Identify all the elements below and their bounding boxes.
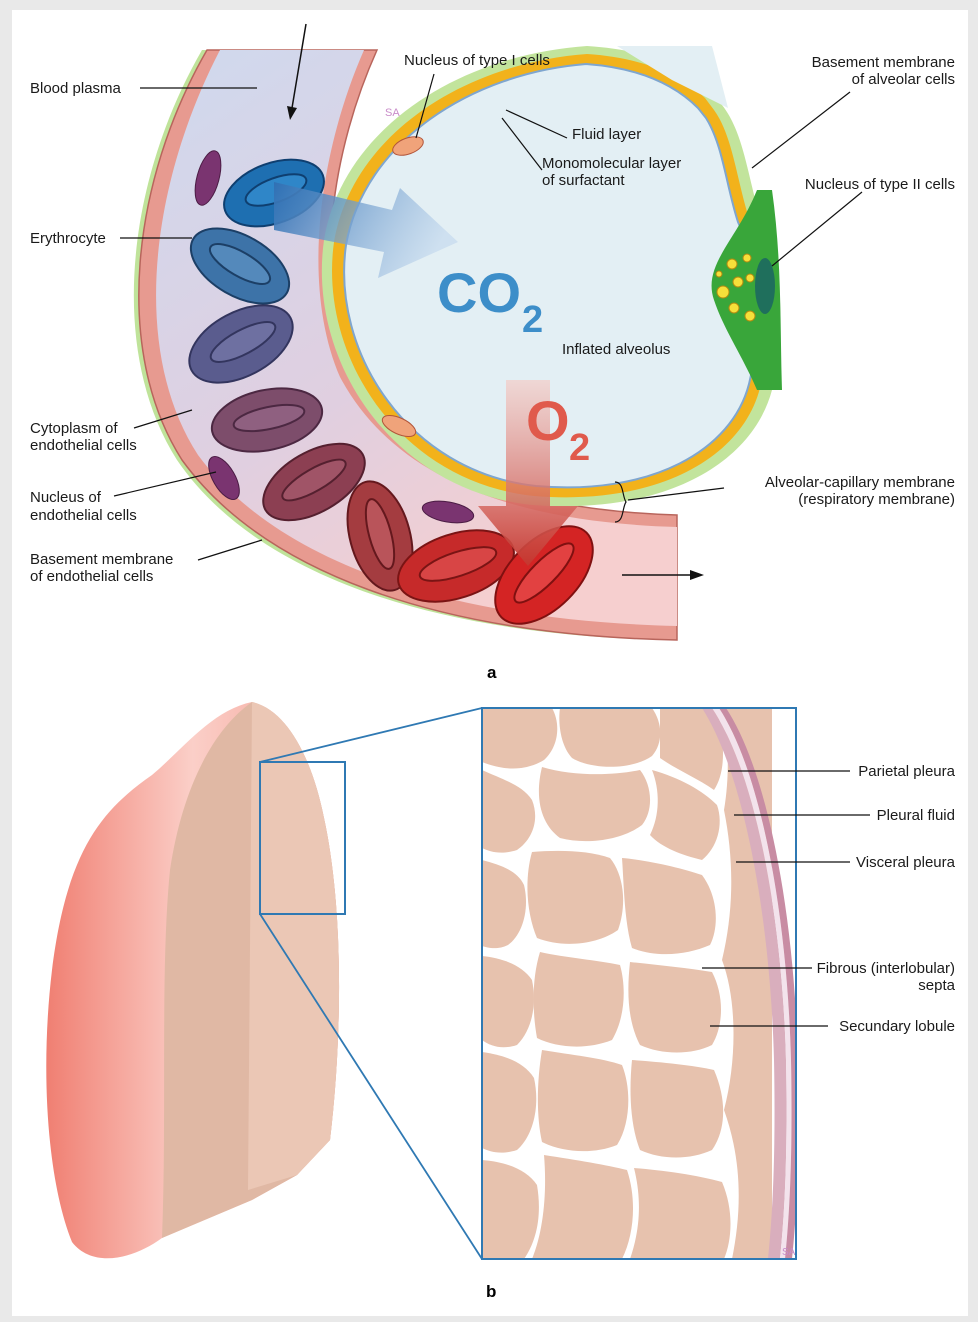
o2-subscript: 2 (569, 427, 590, 469)
label-nucleus-type-ii: Nucleus of type II cells (805, 176, 955, 193)
o2-main-text: O (526, 389, 570, 452)
magnified-view: SA (482, 708, 799, 1259)
label-erythrocyte: Erythrocyte (30, 230, 106, 247)
label-nucleus-endothelial-line1: Nucleus of (30, 489, 102, 506)
figure-panel: SA (12, 10, 968, 1316)
artist-mark: SA (385, 107, 400, 119)
label-visceral-pleura: Visceral pleura (856, 854, 956, 871)
label-respiratory-membrane-line1: Alveolar-capillary membrane (765, 474, 955, 491)
panel-a-diagram: SA (30, 24, 955, 682)
label-inflated-alveolus: Inflated alveolus (562, 341, 670, 358)
panel-b-labels: Parietal pleura Pleural fluid Visceral p… (817, 763, 956, 1035)
label-cytoplasm-line2: endothelial cells (30, 437, 137, 454)
label-surfactant-line1: Monomolecular layer (542, 155, 681, 172)
label-septa-line1: Fibrous (interlobular) (817, 960, 955, 977)
artist-mark: SA (782, 1247, 796, 1258)
label-secondary-lobule: Secundary lobule (839, 1018, 955, 1035)
label-fluid-layer: Fluid layer (572, 126, 641, 143)
panel-b-diagram: SA Parietal pleura Pleural fluid Viscera… (46, 702, 955, 1301)
label-basement-endothelial-line1: Basement membrane (30, 551, 173, 568)
diagram-svg: SA (12, 10, 968, 1316)
label-parietal-pleura: Parietal pleura (858, 763, 955, 780)
label-surfactant-line2: of surfactant (542, 172, 625, 189)
label-basement-endothelial-line2: of endothelial cells (30, 568, 153, 585)
co2-subscript: 2 (522, 299, 543, 341)
label-blood-plasma: Blood plasma (30, 80, 122, 97)
label-basement-alveolar-line2: of alveolar cells (852, 71, 955, 88)
type-ii-nucleus (755, 258, 775, 314)
label-cytoplasm-line1: Cytoplasm of (30, 420, 118, 437)
label-septa-line2: septa (918, 977, 955, 994)
label-nucleus-endothelial-line2: endothelial cells (30, 507, 137, 524)
co2-main-text: CO (437, 261, 521, 324)
panel-b-letter: b (486, 1282, 496, 1301)
label-nucleus-type-i: Nucleus of type I cells (404, 52, 550, 69)
label-basement-alveolar-line1: Basement membrane (812, 54, 955, 71)
panel-a-letter: a (487, 663, 497, 682)
label-pleural-fluid: Pleural fluid (877, 807, 955, 824)
label-respiratory-membrane-line2: (respiratory membrane) (798, 491, 955, 508)
